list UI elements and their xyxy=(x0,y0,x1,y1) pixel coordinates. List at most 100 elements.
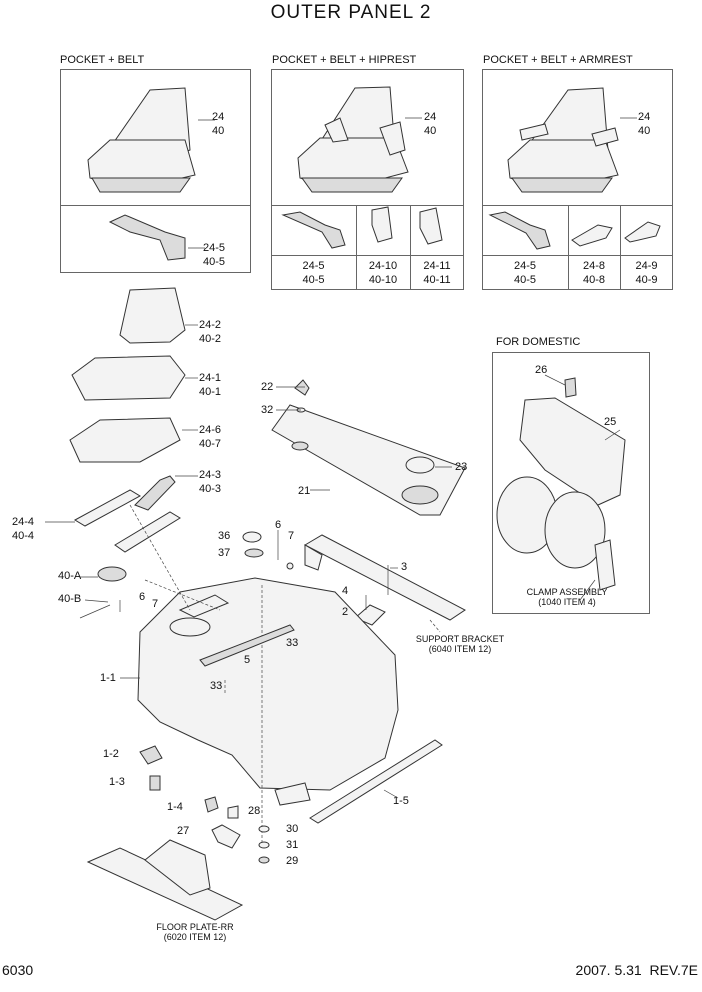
date-revision: 2007. 5.31 REV.7E xyxy=(575,962,698,978)
label-5: 5 xyxy=(244,654,251,666)
label-40-B: 40-B xyxy=(58,593,82,605)
label-24-6: 24-6 40-7 xyxy=(199,423,221,451)
seat-hiprest-illustration xyxy=(297,86,422,193)
washer-40-A xyxy=(80,566,127,582)
pocket-belt-seat-label: 24 40 xyxy=(212,110,224,138)
label-1-1: 1-1 xyxy=(100,672,116,684)
note-line: (6020 ITEM 12) xyxy=(163,932,227,942)
part-number: 40-4 xyxy=(12,530,35,542)
part-number: 24-9 xyxy=(635,260,658,272)
seat-pocket-belt-illustration xyxy=(87,87,215,193)
pocket-belt-belt-label: 24-5 40-5 xyxy=(203,241,225,269)
support-bracket-note: SUPPORT BRACKET (6040 ITEM 12) xyxy=(400,634,520,654)
label-1-3: 1-3 xyxy=(109,776,125,788)
label-21: 21 xyxy=(298,485,311,497)
seat-belt-illustration xyxy=(108,214,205,261)
label-28: 28 xyxy=(248,805,261,817)
part-number: 24 xyxy=(638,111,651,123)
part-number: 24-11 xyxy=(423,260,451,272)
label-2: 2 xyxy=(342,606,349,618)
floor-plate-note: FLOOR PLATE-RR (6020 ITEM 12) xyxy=(140,922,250,942)
part-number: 24-5 xyxy=(302,260,325,272)
domestic-heading: FOR DOMESTIC xyxy=(496,336,581,348)
label-40-A: 40-A xyxy=(58,570,82,582)
part-number: 40-8 xyxy=(582,274,606,286)
clamp-assembly-note: CLAMP ASSEMBLY (1040 ITEM 4) xyxy=(497,587,637,607)
part-25-label: 25 xyxy=(604,416,617,428)
part-number: 24-10 xyxy=(368,260,398,272)
label-24-4: 24-4 40-4 xyxy=(12,515,34,543)
hiprest-divider-2 xyxy=(271,255,464,256)
part-number: 40-10 xyxy=(368,274,398,286)
label-33-left: 33 xyxy=(210,680,223,692)
seat-frame-24-6 xyxy=(69,417,198,463)
armrest-col-1 xyxy=(568,205,569,290)
label-32: 32 xyxy=(261,404,274,416)
part-number: 40 xyxy=(424,125,437,137)
label-31: 31 xyxy=(286,839,299,851)
label-1-5: 1-5 xyxy=(393,795,409,807)
part-number: 40-5 xyxy=(302,274,325,286)
seat-armrest-illustration xyxy=(507,87,637,193)
armrest-divider-2 xyxy=(482,255,673,256)
part-number: 24 xyxy=(212,111,225,123)
part-number: 24-8 xyxy=(582,260,606,272)
armrest-divider-1 xyxy=(482,205,673,206)
note-line: (1040 ITEM 4) xyxy=(538,597,596,607)
note-line: FLOOR PLATE-RR xyxy=(156,922,234,932)
label-37: 37 xyxy=(218,547,231,559)
gas-strut-5 xyxy=(199,624,295,667)
support-bracket xyxy=(303,534,466,633)
part-number: 24-2 xyxy=(199,319,222,331)
seat-back-24-2 xyxy=(119,287,198,344)
label-30: 30 xyxy=(286,823,299,835)
note-line: SUPPORT BRACKET xyxy=(415,634,505,644)
hiprest-cell-2: 24-10 40-10 xyxy=(356,259,410,287)
page-number: 6030 xyxy=(2,962,34,978)
hiprest-divider-1 xyxy=(271,205,464,206)
armrest-seat-label: 24 40 xyxy=(638,110,650,138)
gas-spring-24-3 xyxy=(134,475,198,511)
part-number: 24-3 xyxy=(199,469,222,481)
label-24-3: 24-3 40-3 xyxy=(199,468,221,496)
label-4: 4 xyxy=(342,585,349,597)
part-number: 40-9 xyxy=(635,274,658,286)
part-number: 40-5 xyxy=(513,274,537,286)
armrest-box xyxy=(482,69,673,290)
label-29: 29 xyxy=(286,855,299,867)
hiprest-seat-label: 24 40 xyxy=(424,110,436,138)
label-27: 27 xyxy=(177,825,190,837)
part-26-label: 26 xyxy=(535,364,548,376)
armrest-col-2 xyxy=(620,205,621,290)
hiprest-cell-1: 24-5 40-5 xyxy=(271,259,356,287)
side-rail-1-5 xyxy=(309,739,443,824)
part-number: 40 xyxy=(638,125,651,137)
hiprest-cell-3: 24-11 40-11 xyxy=(410,259,464,287)
part-number: 40 xyxy=(212,125,225,137)
part-number: 24 xyxy=(424,111,437,123)
label-6-top: 6 xyxy=(275,519,282,531)
hiprest-box xyxy=(271,69,464,290)
part-number: 24-5 xyxy=(513,260,537,272)
cap-36-37 xyxy=(242,530,294,570)
label-7-left: 7 xyxy=(152,598,159,610)
note-line: CLAMP ASSEMBLY xyxy=(526,587,608,597)
pocket-belt-heading: POCKET + BELT xyxy=(60,54,145,66)
floor-plate-rr xyxy=(86,839,244,921)
part-number: 24-4 xyxy=(12,516,35,528)
label-23: 23 xyxy=(455,461,468,473)
armrest-parts-illustration xyxy=(488,211,661,250)
seat-cushion-24-1 xyxy=(71,355,198,401)
part-number: 40-5 xyxy=(203,256,226,268)
armrest-cell-3: 24-9 40-9 xyxy=(620,259,673,287)
label-6-left: 6 xyxy=(139,591,146,603)
hiprest-parts-illustration xyxy=(281,206,443,249)
label-36: 36 xyxy=(218,530,231,542)
pocket-belt-box xyxy=(60,69,251,273)
bolt-40-B xyxy=(79,599,121,619)
part-number: 40-2 xyxy=(199,333,222,345)
part-number: 24-5 xyxy=(203,242,226,254)
hiprest-col-2 xyxy=(410,205,411,290)
